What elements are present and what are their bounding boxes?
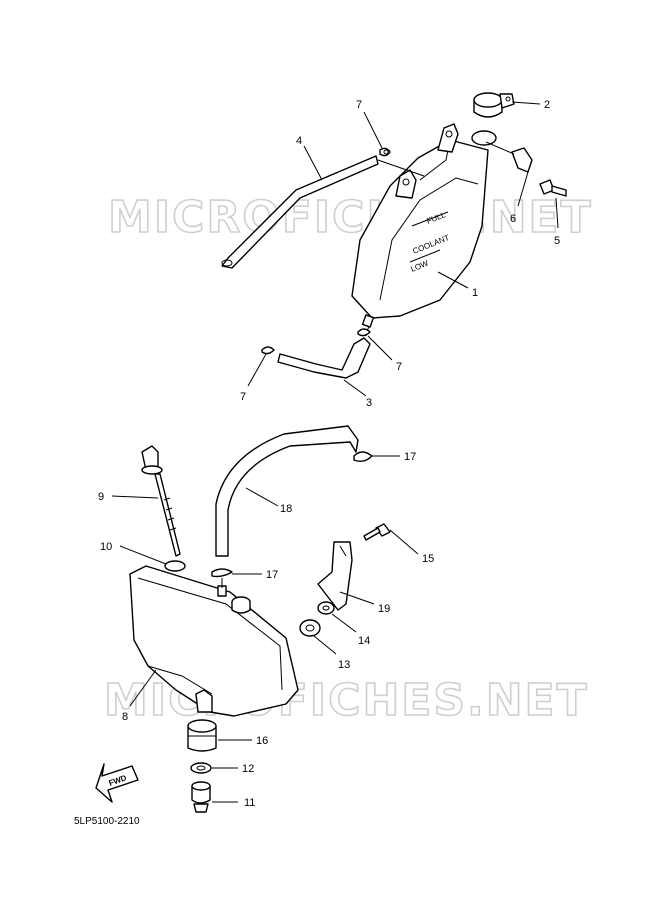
callout-13: 13 [313,635,350,671]
callout-1: 1 [437,271,478,299]
drain-fitting-16 [187,719,217,752]
callout-4: 4 [296,135,323,181]
fitting-14 [317,601,335,615]
callout-6: 6 [510,171,529,225]
svg-text:12: 12 [242,763,254,775]
washer-12 [190,762,212,774]
hose-clip-7-left [261,346,275,355]
callout-12: 12 [212,763,254,775]
callout-2: 2 [511,99,550,111]
callout-19: 19 [339,591,390,615]
svg-text:18: 18 [280,503,292,515]
svg-text:4: 4 [296,135,302,147]
callout-10: 10 [100,541,167,565]
callout-7c: 7 [240,353,267,403]
oil-tank-8 [129,565,299,717]
svg-text:17: 17 [266,569,278,581]
svg-text:9: 9 [98,491,104,503]
watermark-top: MICROFICHES.NET [108,192,593,243]
callout-16: 16 [218,735,268,747]
hose-clip-7-top [379,147,391,157]
breather-hose-4 [221,155,425,269]
svg-text:3: 3 [366,397,372,409]
callout-17a: 17 [372,451,416,463]
callout-8: 8 [122,669,157,723]
coolant-reservoir-tank: FULL COOLANT LOW [351,139,489,319]
callout-17b: 17 [232,569,278,581]
tank-mounting-tabs [395,123,459,199]
callout-9: 9 [98,491,159,503]
drain-bolt-11 [191,781,211,813]
forward-direction-arrow: FWD [95,763,139,803]
svg-text:1: 1 [472,287,478,299]
o-ring-10 [164,560,186,572]
bolt-15 [363,523,391,541]
svg-text:7: 7 [396,361,402,373]
svg-text:8: 8 [122,711,128,723]
svg-text:17: 17 [404,451,416,463]
svg-text:19: 19 [378,603,390,615]
bolt-5 [539,179,567,197]
callout-18: 18 [245,487,292,515]
svg-text:14: 14 [358,635,370,647]
svg-text:15: 15 [422,553,434,565]
svg-text:11: 11 [244,797,255,809]
reservoir-cap [473,92,515,118]
oil-hose-18 [215,425,359,557]
hose-clip-17-bottom [211,568,233,588]
svg-text:10: 10 [100,541,112,553]
callout-7b: 7 [367,335,402,373]
callout-14: 14 [331,613,370,647]
callout-15: 15 [389,529,434,565]
oil-dipstick-9 [141,445,181,557]
callout-3: 3 [343,379,372,409]
svg-text:16: 16 [256,735,268,747]
hose-clip-7-mid [357,328,371,337]
diagram-code: 5LP5100-2210 [74,816,140,827]
callout-5: 5 [554,197,560,247]
svg-text:6: 6 [510,213,516,225]
svg-text:2: 2 [544,99,550,111]
bracket-19 [317,541,353,611]
hose-clip-17-top [353,451,373,463]
callout-11: 11 [212,797,255,809]
svg-text:13: 13 [338,659,350,671]
svg-text:7: 7 [240,391,246,403]
grommet-13 [299,619,321,637]
callout-7a: 7 [356,99,383,149]
svg-text:5: 5 [554,235,560,247]
overflow-hose-3 [277,314,375,379]
tank-filler-neck [471,130,497,146]
svg-text:7: 7 [356,99,362,111]
tank-band [485,141,533,173]
